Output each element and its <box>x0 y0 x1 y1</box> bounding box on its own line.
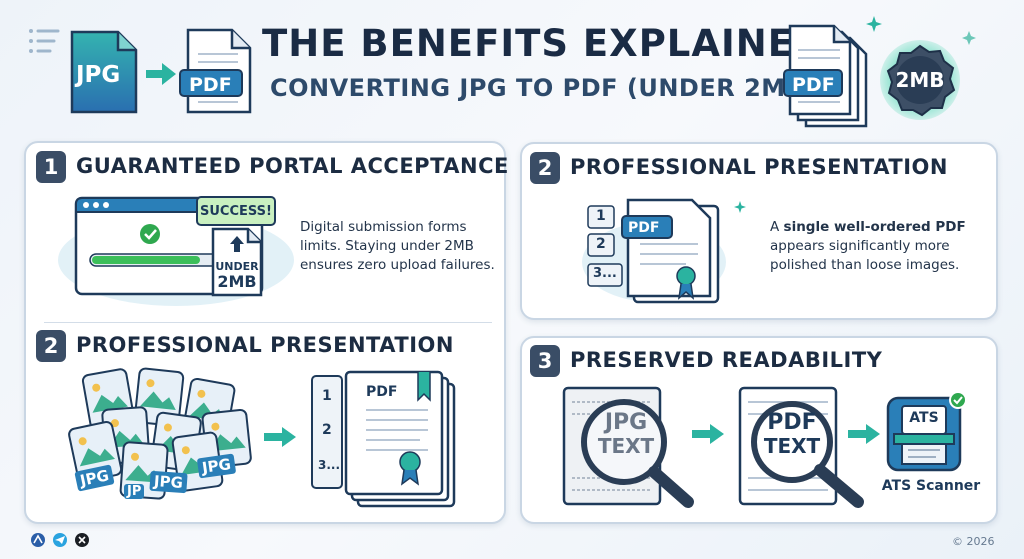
emphasis-text: single well-ordered PDF <box>783 219 966 235</box>
success-badge: SUCCESS! <box>196 196 276 226</box>
panel-4-number: 3 <box>530 345 560 377</box>
panel-2-text: A single well-ordered PDF appears signif… <box>770 218 985 275</box>
panel-divider <box>44 322 492 323</box>
jpg-text-label: JPG <box>604 410 648 435</box>
loose-jpg-images-illustration: JPG JPG JPG JP <box>62 364 253 504</box>
arrow-right-icon <box>692 424 724 448</box>
panel-1-text-line: ensures zero upload failures. <box>300 257 495 273</box>
pdf-stack-label: PDF <box>792 74 835 96</box>
organized-pdf-illustration: PDF 1 2 3... <box>310 370 460 510</box>
pdf-stack-icon: PDF <box>783 22 874 130</box>
pdf-ordered-illustration: PDF 1 2 3... <box>582 192 732 310</box>
social-icon-app[interactable] <box>30 532 46 548</box>
list-index: 1 <box>596 208 606 224</box>
arrow-right-icon <box>146 63 176 89</box>
pdf-doc-label: PDF <box>628 220 660 236</box>
under-label: UNDER <box>215 260 259 273</box>
pdf-text-magnifier-illustration: PDF TEXT <box>736 384 886 510</box>
jpg-card-label: JPG <box>149 470 188 494</box>
arrow-right-icon <box>264 427 296 451</box>
ats-scanner-icon: ATS <box>886 391 968 476</box>
panel-2-text-line: polished than loose images. <box>770 257 960 273</box>
copyright: © 2026 <box>952 535 995 548</box>
success-label: SUCCESS! <box>200 203 272 219</box>
page-title: THE BENEFITS EXPLAINED <box>262 22 826 65</box>
panel-1-text-line: Digital submission forms <box>300 219 467 235</box>
sparkle-icon <box>962 30 976 49</box>
panel-4-title: PRESERVED READABILITY <box>570 348 883 372</box>
panel-1-text-line: limits. Staying under 2MB <box>300 238 474 254</box>
pdf-text-label: TEXT <box>763 434 821 458</box>
panel-3-title: PROFESSIONAL PRESENTATION <box>76 333 454 357</box>
panel-1-number: 1 <box>36 151 66 183</box>
jpg-card-label: JP <box>124 484 145 499</box>
panel-2-title: PROFESSIONAL PRESENTATION <box>570 155 948 179</box>
sparkle-icon <box>734 198 746 217</box>
list-index: 3... <box>593 266 617 281</box>
ats-caption: ATS Scanner <box>881 478 981 494</box>
arrow-right-icon <box>848 424 880 448</box>
jpg-text-magnifier-illustration: JPG TEXT <box>562 384 712 510</box>
list-index: 2 <box>322 422 332 438</box>
ats-label: ATS <box>909 410 939 426</box>
social-icon-telegram[interactable] <box>52 532 68 548</box>
pdf-file-icon: PDF <box>179 26 254 116</box>
size-label: 2MB <box>217 272 257 291</box>
size-badge-label: 2MB <box>895 68 945 92</box>
panel-3-number: 2 <box>36 330 66 362</box>
jpg-file-icon: JPG <box>68 28 140 116</box>
social-icon-x[interactable] <box>74 532 90 548</box>
footer-social-icons <box>30 532 94 552</box>
under-2mb-file-icon: UNDER 2MB <box>210 226 264 298</box>
panel-1-title: GUARANTEED PORTAL ACCEPTANCE <box>76 154 509 178</box>
panel-2-number: 2 <box>530 152 560 184</box>
page-subtitle: CONVERTING JPG TO PDF (UNDER 2MB) <box>270 74 816 102</box>
jpg-file-label: JPG <box>76 62 121 88</box>
pdf-doc-label: PDF <box>366 384 398 400</box>
size-badge: 2MB <box>880 40 960 120</box>
header-decor-lines <box>28 28 64 62</box>
pdf-text-label: PDF <box>767 410 817 435</box>
panel-2-text-line: A single well-ordered PDF <box>770 219 966 235</box>
panel-1-text: Digital submission forms limits. Staying… <box>300 218 495 275</box>
list-index: 3... <box>318 458 341 472</box>
sparkle-icon <box>866 16 882 36</box>
list-index: 1 <box>322 388 332 404</box>
jpg-text-label: TEXT <box>597 434 655 458</box>
list-index: 2 <box>596 236 606 252</box>
panel-2-text-line: appears significantly more <box>770 238 950 254</box>
pdf-file-label: PDF <box>189 74 232 96</box>
panel-2 <box>520 142 998 320</box>
